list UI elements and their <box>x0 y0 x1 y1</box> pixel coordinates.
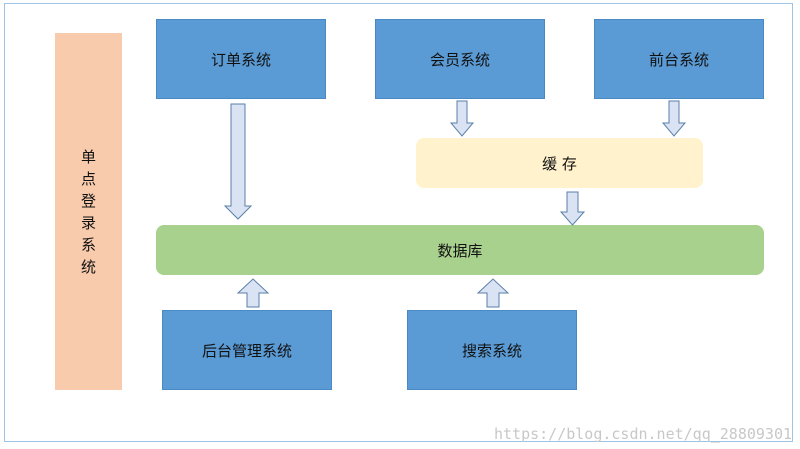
member-system-label: 会员系统 <box>429 50 490 69</box>
database-box: 数据库 <box>156 225 764 275</box>
frontend-system-box: 前台系统 <box>594 19 764 99</box>
sso-char: 录 <box>80 213 96 232</box>
cache-to-database-arrow <box>559 191 586 226</box>
cache-box: 缓 存 <box>416 138 703 188</box>
diagram-frame <box>4 3 793 442</box>
watermark-text: https://blog.csdn.net/qq_28809301 <box>493 425 792 443</box>
database-label: 数据库 <box>437 241 483 260</box>
frontend-system-label: 前台系统 <box>648 50 709 69</box>
member-to-cache-arrow <box>449 100 475 137</box>
frontend-to-cache-arrow <box>661 100 687 137</box>
sso-system-box: 单 点 登 录 系 统 <box>55 33 122 390</box>
order-system-label: 订单系统 <box>210 50 271 69</box>
admin-to-database-arrow <box>236 278 270 308</box>
search-system-box: 搜索系统 <box>407 310 577 390</box>
sso-char: 登 <box>80 191 96 210</box>
search-system-label: 搜索系统 <box>461 341 522 360</box>
sso-char: 统 <box>80 257 96 276</box>
admin-system-label: 后台管理系统 <box>201 341 292 360</box>
sso-char: 单 <box>80 147 96 166</box>
admin-system-box: 后台管理系统 <box>162 310 332 390</box>
cache-label: 缓 存 <box>542 154 577 173</box>
sso-char: 点 <box>80 169 96 188</box>
order-system-box: 订单系统 <box>156 19 326 99</box>
search-to-database-arrow <box>476 278 510 308</box>
order-to-database-arrow <box>223 103 253 220</box>
sso-char: 系 <box>80 235 96 254</box>
member-system-box: 会员系统 <box>375 19 545 99</box>
